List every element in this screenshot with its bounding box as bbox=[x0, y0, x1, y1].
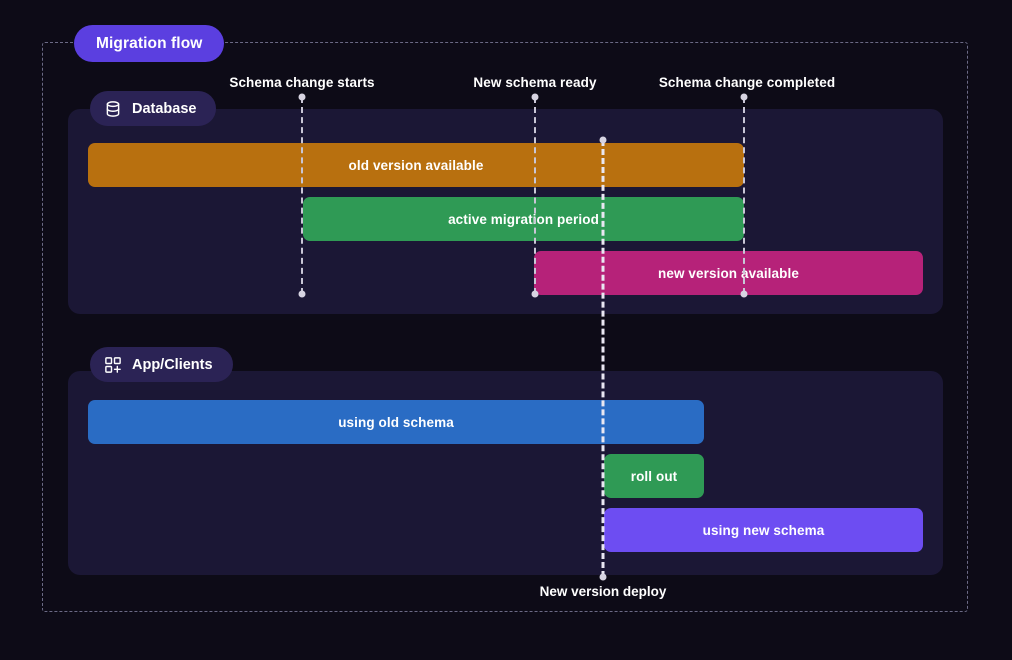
bar-old-version-available-label: old version available bbox=[348, 157, 484, 173]
milestone-new-schema-ready-line bbox=[534, 97, 536, 294]
milestone-schema-change-starts-dot-bottom bbox=[298, 290, 306, 298]
flow-title-badge: Migration flow bbox=[74, 25, 225, 62]
milestone-new-schema-ready-dot-bottom bbox=[531, 290, 539, 298]
milestone-schema-change-starts-label: Schema change starts bbox=[229, 75, 375, 90]
flow-title-label: Migration flow bbox=[96, 34, 203, 52]
milestone-schema-change-starts-line bbox=[301, 97, 303, 294]
bar-old-version-available[interactable]: old version available bbox=[88, 143, 744, 187]
bar-using-old-schema-label: using old schema bbox=[338, 414, 454, 430]
milestone-schema-change-starts-dot-top bbox=[298, 93, 306, 101]
milestone-new-schema-ready-dot-top bbox=[531, 93, 539, 101]
new-version-deploy-dot-top bbox=[599, 136, 607, 144]
bar-roll-out[interactable]: roll out bbox=[604, 454, 704, 498]
milestone-new-schema-ready-label: New schema ready bbox=[473, 75, 597, 90]
lane-badge-database[interactable]: Database bbox=[90, 91, 217, 126]
lane-badge-app[interactable]: App/Clients bbox=[90, 347, 233, 382]
milestone-schema-change-completed-line bbox=[743, 97, 745, 294]
milestone-schema-change-completed-dot-bottom bbox=[740, 290, 748, 298]
app-grid-plus-icon bbox=[104, 356, 122, 374]
diagram-frame bbox=[42, 42, 968, 612]
bar-using-new-schema[interactable]: using new schema bbox=[604, 508, 923, 552]
lane-badge-app-label: App/Clients bbox=[132, 356, 213, 373]
new-version-deploy-label: New version deploy bbox=[539, 584, 667, 599]
bar-new-version-available-label: new version available bbox=[658, 265, 799, 281]
new-version-deploy-dot-bottom bbox=[599, 573, 607, 581]
milestone-schema-change-completed-label: Schema change completed bbox=[658, 75, 836, 90]
milestone-schema-change-completed-dot-top bbox=[740, 93, 748, 101]
new-version-deploy-line bbox=[601, 140, 605, 577]
bar-active-migration-period-label: active migration period bbox=[448, 211, 599, 227]
database-icon bbox=[104, 100, 122, 118]
bar-using-new-schema-label: using new schema bbox=[702, 522, 825, 538]
bar-roll-out-label: roll out bbox=[630, 468, 678, 484]
bar-using-old-schema[interactable]: using old schema bbox=[88, 400, 704, 444]
bar-active-migration-period[interactable]: active migration period bbox=[303, 197, 744, 241]
lane-badge-database-label: Database bbox=[132, 100, 197, 117]
bar-new-version-available[interactable]: new version available bbox=[534, 251, 923, 295]
